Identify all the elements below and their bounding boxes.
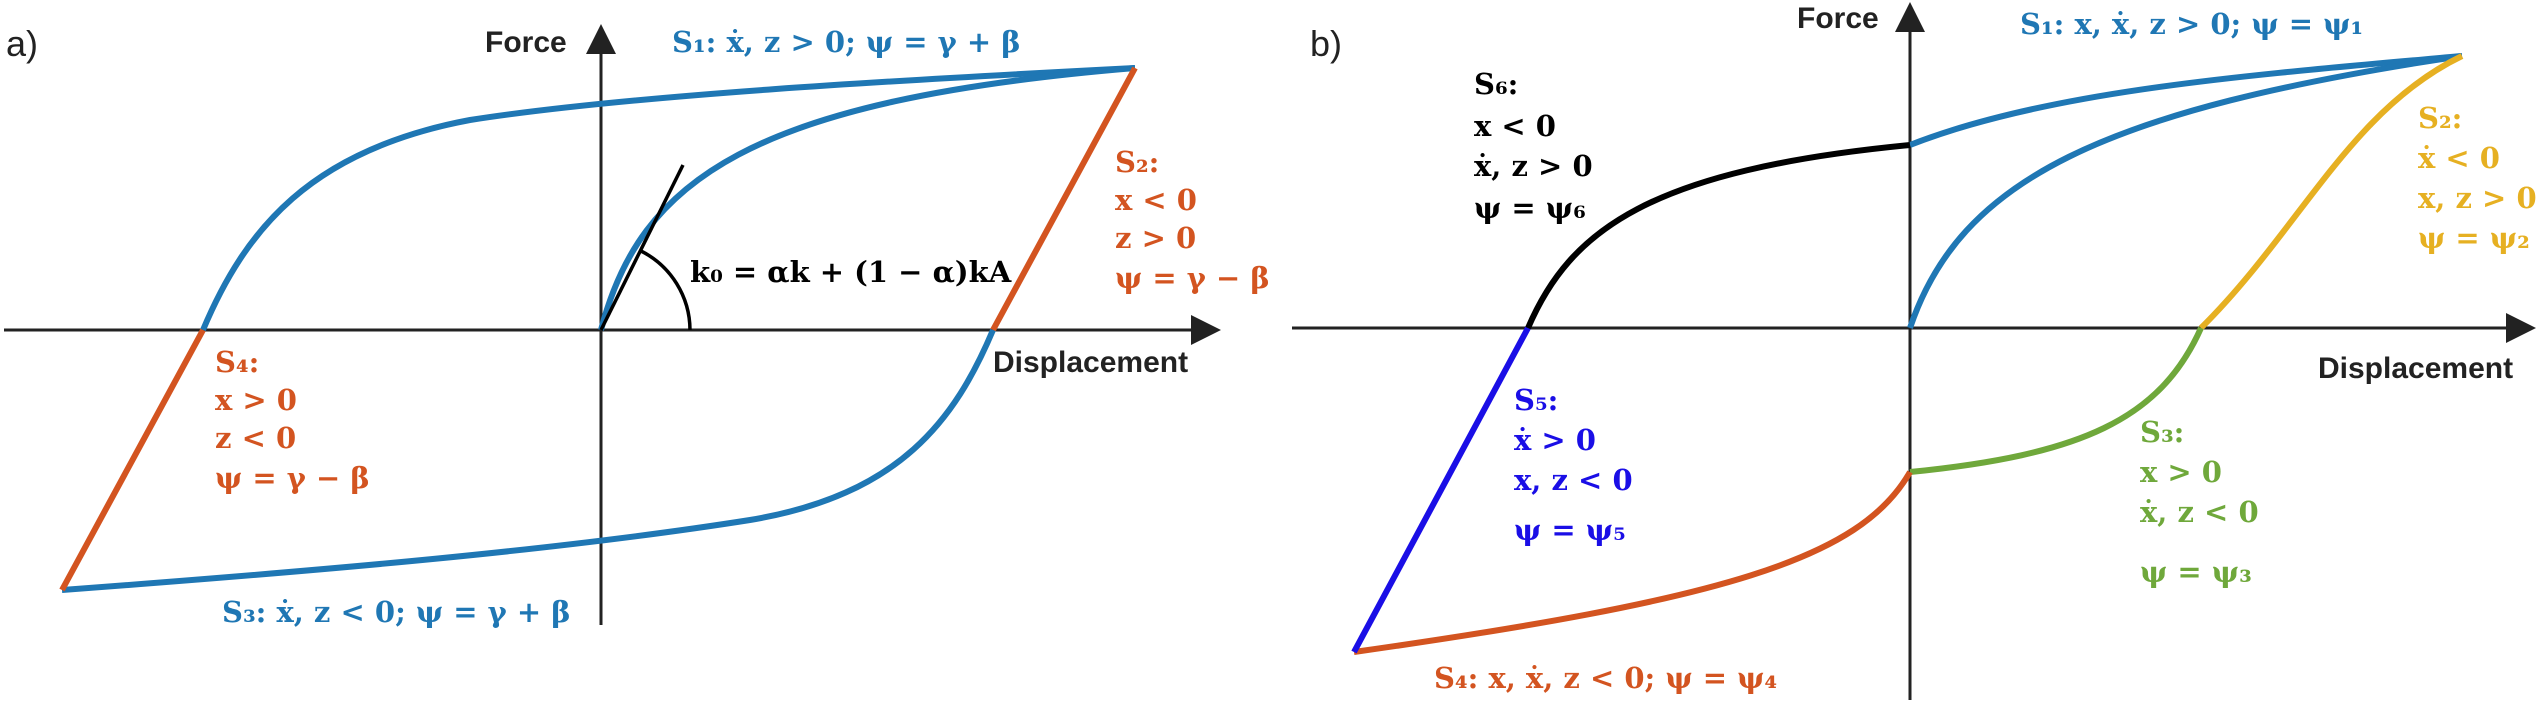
panel-a-s2-unloading (990, 66, 1138, 332)
panel-b-s3-line: ψ = ψ₃ (2140, 555, 2252, 589)
panel-b-s6-label: S₆: x < 0 ẋ, z > 0 ψ = ψ₆ (1474, 67, 1593, 225)
panel-a-s2-line: ψ = γ − β (1115, 261, 1270, 295)
panel-b-s3-line: ẋ, z < 0 (2140, 495, 2259, 529)
panel-b-s5-label: S₅: ẋ > 0 x, z < 0 ψ = ψ₅ (1514, 383, 1633, 547)
panel-b-s2-line: ẋ < 0 (2418, 141, 2500, 175)
panel-b-s3-label: S₃: x > 0 ẋ, z < 0 ψ = ψ₃ (2140, 415, 2259, 589)
panel-a-s4-line: z < 0 (215, 421, 296, 455)
panel-b: b) Force Displacement S₁: x, ẋ, z > 0; ψ… (1292, 2, 2537, 700)
panel-b-s5-line: ψ = ψ₅ (1514, 513, 1626, 547)
panel-b-s6-line: S₆: (1474, 67, 1518, 101)
panel-b-s6-branch (1525, 142, 1911, 330)
panel-b-s1-label: S₁: x, ẋ, z > 0; ψ = ψ₁ (2020, 7, 2363, 41)
panel-a-s4-label: S₄: x > 0 z < 0 ψ = γ − β (215, 345, 370, 495)
panel-b-s2-line: ψ = ψ₂ (2418, 221, 2530, 255)
panel-a-letter: a) (6, 23, 38, 64)
panel-b-s2-label: S₂: ẋ < 0 x, z > 0 ψ = ψ₂ (2418, 101, 2537, 255)
panel-a-s2-line: x < 0 (1115, 183, 1197, 217)
panel-b-s3-line: S₃: (2140, 415, 2184, 449)
panel-b-virgin-curve (1907, 53, 2463, 329)
panel-a-s4-line: ψ = γ − β (215, 461, 370, 495)
panel-a-s4-line: S₄: (215, 345, 259, 379)
panel-a-s2-line: z > 0 (1115, 221, 1196, 255)
panel-b-s1-branch (1908, 53, 2463, 148)
panel-b-s6-line: ẋ, z > 0 (1474, 149, 1593, 183)
panel-b-s6-line: ψ = ψ₆ (1474, 191, 1586, 225)
panel-b-s2-branch (2198, 53, 2464, 331)
panel-a-s3-lower-branch (61, 328, 996, 593)
panel-a-y-axis-label: Force (485, 26, 567, 59)
panel-a: a) Force Displacement k₀ = αk + (1 − α)k… (4, 23, 1270, 629)
panel-b-s3-line: x > 0 (2140, 455, 2222, 489)
panel-b-s5-line: ẋ > 0 (1514, 423, 1596, 457)
panel-a-s1-upper-branch (200, 65, 1136, 332)
panel-b-s5-line: x, z < 0 (1514, 463, 1633, 497)
panel-b-letter: b) (1310, 23, 1342, 64)
panel-a-s1-label: S₁: ẋ, z > 0; ψ = γ + β (672, 25, 1021, 59)
panel-a-s3-label: S₃: ẋ, z < 0; ψ = γ + β (222, 595, 571, 629)
panel-a-s2-label: S₂: x < 0 z > 0 ψ = γ − β (1115, 145, 1270, 295)
panel-a-k0-label: k₀ = αk + (1 − α)kA (690, 255, 1012, 289)
panel-b-s4-branch (1353, 470, 1913, 655)
panel-b-s5-branch (1351, 326, 1531, 654)
panel-a-s4-line: x > 0 (215, 383, 297, 417)
panel-b-s2-line: S₂: (2418, 101, 2462, 135)
panel-a-virgin-curve (598, 65, 1136, 331)
panel-b-s4-label: S₄: x, ẋ, z < 0; ψ = ψ₄ (1434, 661, 1777, 695)
panel-b-s5-line: S₅: (1514, 383, 1558, 417)
panel-a-s4-reloading (59, 328, 206, 592)
panel-b-s6-line: x < 0 (1474, 109, 1556, 143)
panel-a-x-axis-label: Displacement (993, 346, 1188, 379)
panel-a-tangent-line (599, 164, 685, 331)
panel-b-s3-branch (1909, 326, 2204, 475)
panel-b-y-axis-label: Force (1797, 2, 1879, 35)
panel-b-s2-line: x, z > 0 (2418, 181, 2537, 215)
panel-a-angle-arc (640, 249, 692, 331)
panel-b-x-axis-label: Displacement (2318, 352, 2513, 385)
panel-a-s2-line: S₂: (1115, 145, 1159, 179)
